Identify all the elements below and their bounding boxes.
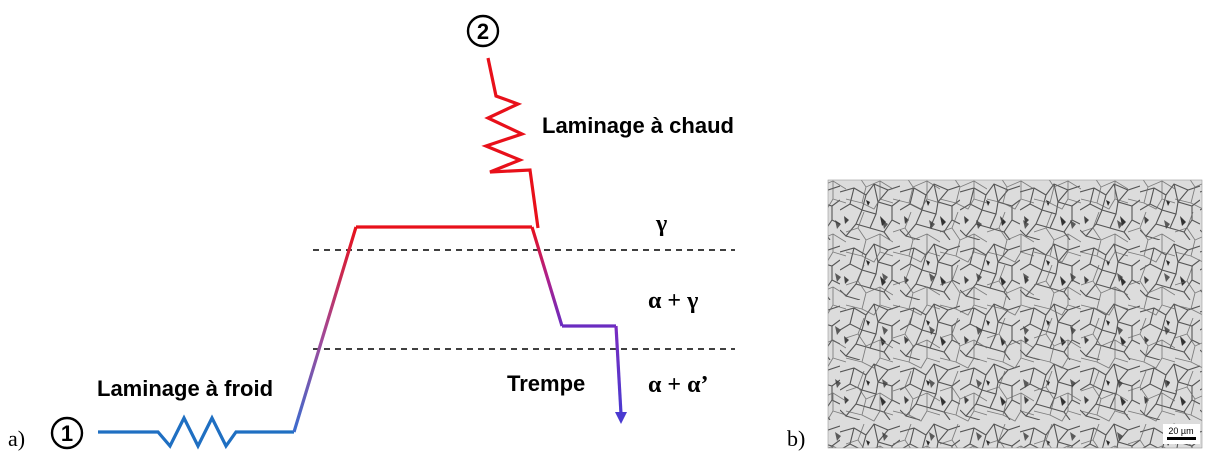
quench-arrowhead xyxy=(615,412,627,424)
panel-b-label: b) xyxy=(787,426,805,451)
phase-alpha-gamma-label: α + γ xyxy=(648,288,698,314)
quench-path xyxy=(614,325,623,415)
hot-rolling-label: Laminage à chaud xyxy=(542,113,734,138)
scale-bar-label: 20 µm xyxy=(1168,426,1193,436)
cold-rolling-label: Laminage à froid xyxy=(97,376,273,401)
quench-label: Trempe xyxy=(507,371,585,396)
heating-ramp-path xyxy=(292,226,358,433)
scale-bar: 20 µm xyxy=(1163,424,1200,444)
phase-alpha-alpha-prime-label: α + α’ xyxy=(648,372,708,398)
scale-bar-line xyxy=(1167,437,1196,440)
phase-gamma-label: γ xyxy=(655,211,667,237)
panel-a-label: a) xyxy=(8,426,25,451)
intercritical-cooling-path xyxy=(530,226,564,327)
cold-rolling-path xyxy=(98,414,294,450)
marker-2-label: 2 xyxy=(477,19,489,44)
marker-2: 2 xyxy=(466,14,500,48)
marker-1-label: 1 xyxy=(61,421,73,446)
marker-1: 1 xyxy=(50,416,84,450)
micrograph xyxy=(827,179,1203,449)
hot-rolling-path xyxy=(481,57,540,229)
